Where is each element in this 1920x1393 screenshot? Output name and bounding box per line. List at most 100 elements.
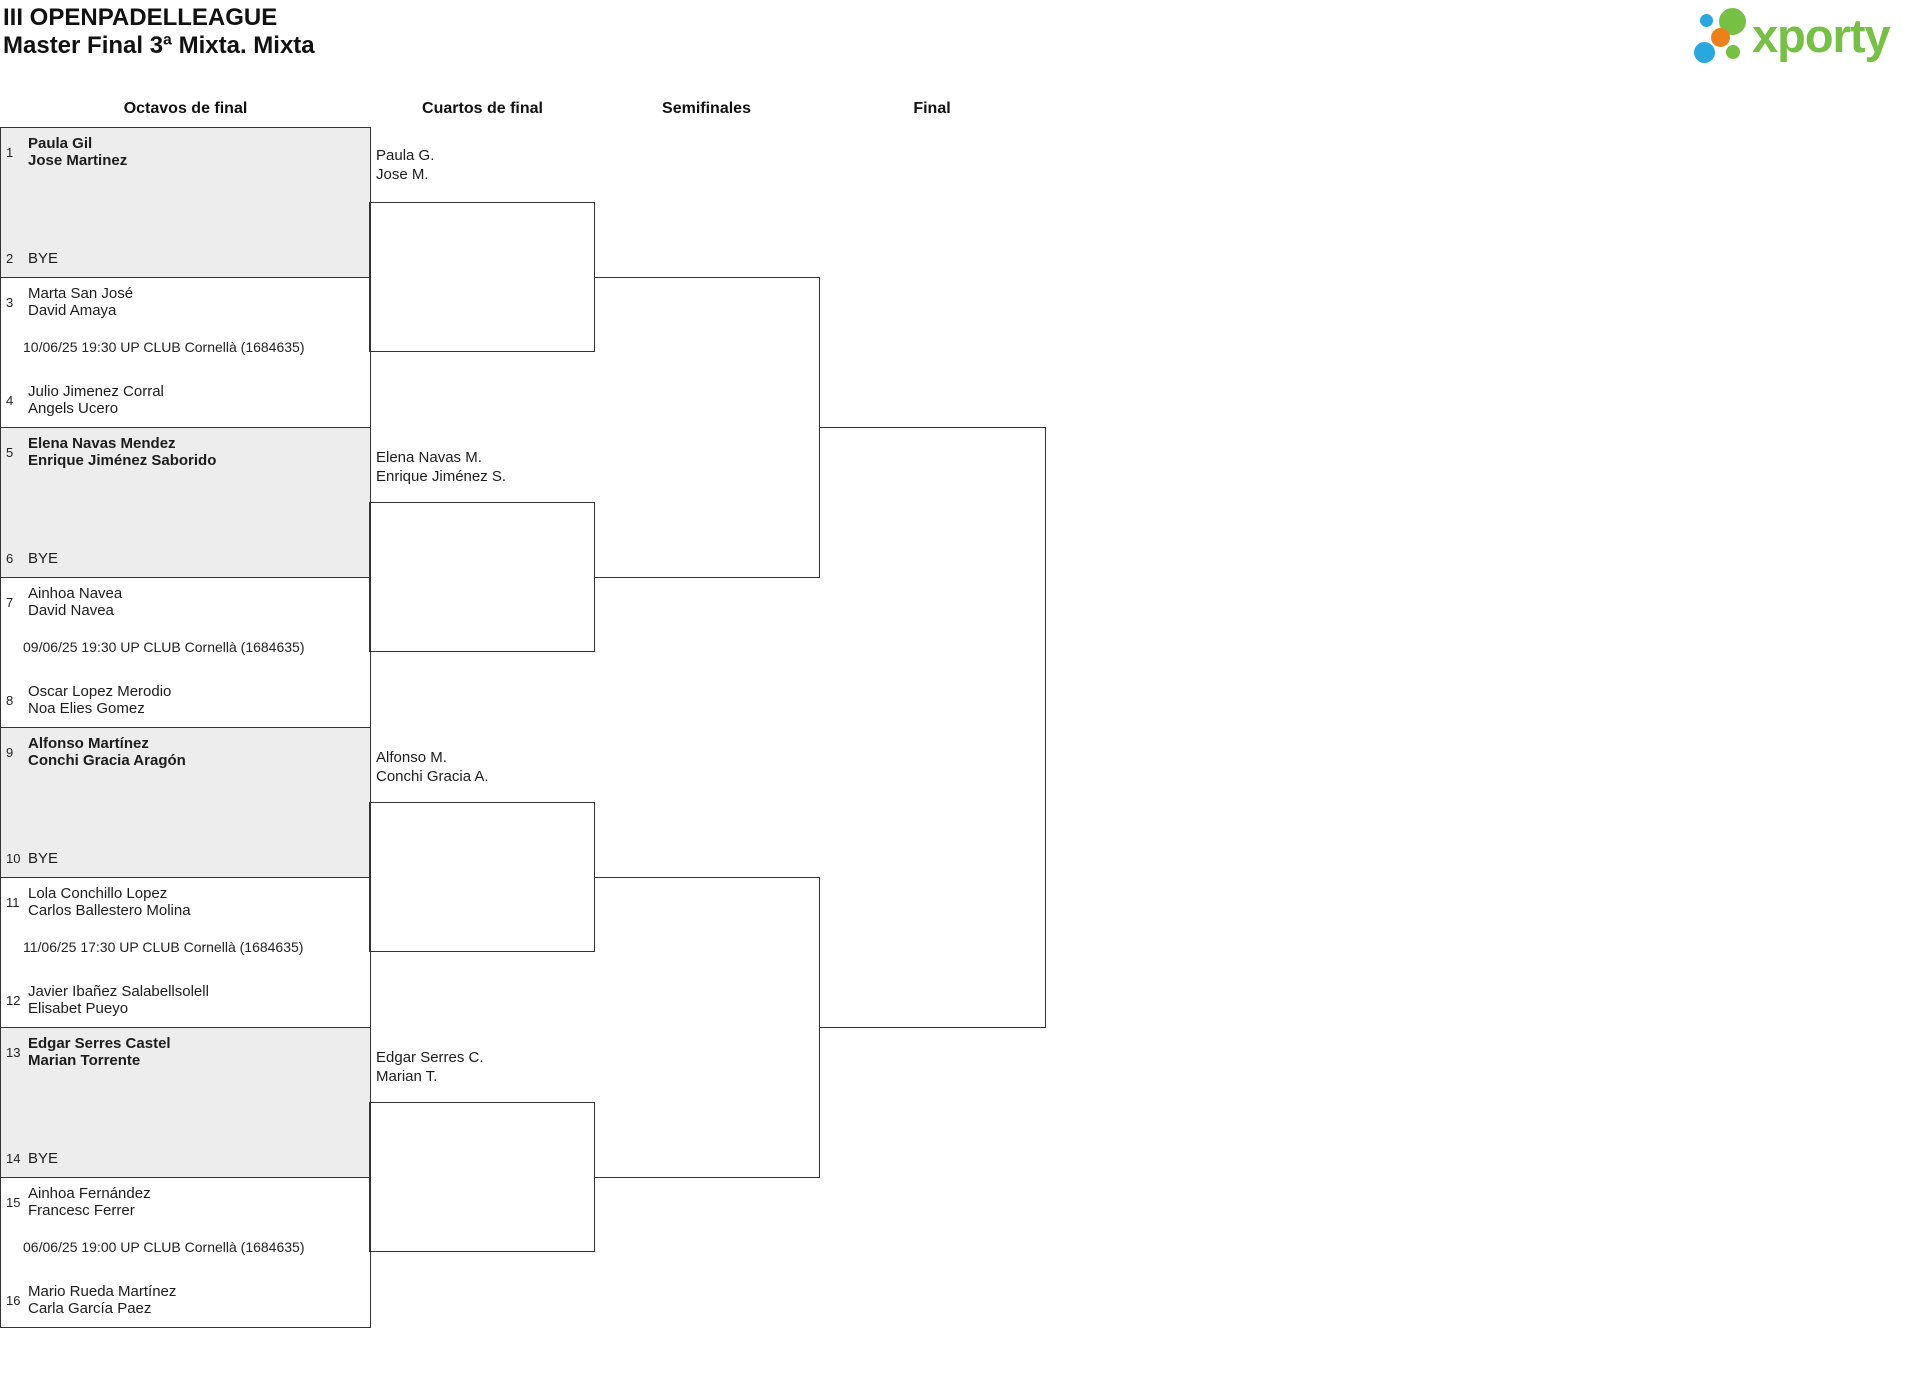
team-names: Javier Ibañez Salabellsolell Elisabet Pu… [28,983,209,1017]
player-name: Paula Gil [28,135,93,152]
player-name: Edgar Serres Castel [28,1035,171,1052]
match-schedule: 09/06/25 19:30 UP CLUB Cornellà (1684635… [23,639,305,655]
match-schedule: 06/06/25 19:00 UP CLUB Cornellà (1684635… [23,1239,305,1255]
match-box-15-16: 15 Ainhoa Fernández Francesc Ferrer 06/0… [0,1177,371,1328]
player-name: Marta San José [28,285,134,302]
player-name: Enrique Jiménez S. [376,468,507,485]
team-slot: 12 Javier Ibañez Salabellsolell Elisabet… [6,983,366,1017]
match-schedule: 10/06/25 19:30 UP CLUB Cornellà (1684635… [23,339,305,355]
logo-dot-blue-small-icon [1700,14,1713,27]
player-name: Jose Martinez [28,152,128,169]
player-name: Jose M. [376,166,429,183]
team-names: Oscar Lopez Merodio Noa Elies Gomez [28,683,171,717]
team-names: Mario Rueda Martínez Carla García Paez [28,1283,176,1317]
player-name: BYE [28,1150,59,1167]
match-box-1-2: 1 Paula Gil Jose Martinez 2 BYE [0,127,371,278]
player-name: Noa Elies Gomez [28,700,145,717]
seed-number: 11 [6,894,20,910]
team-names: Edgar Serres Castel Marian Torrente [28,1035,171,1069]
round-header-cuartos: Cuartos de final [422,100,543,117]
player-name: Carla García Paez [28,1300,152,1317]
seed-number: 12 [6,992,21,1008]
logo-wordmark: xporty [1752,9,1891,62]
team-names: Julio Jimenez Corral Angels Ucero [28,383,164,417]
team-slot: 4 Julio Jimenez Corral Angels Ucero [6,383,366,417]
seed-number: 3 [6,294,14,310]
tournament-title: III OPENPADELLEAGUE [3,4,278,31]
player-name: Angels Ucero [28,400,119,417]
team-slot: 1 Paula Gil Jose Martinez [6,135,366,169]
player-name: Carlos Ballestero Molina [28,902,191,919]
match-box-13-14: 13 Edgar Serres Castel Marian Torrente 1… [0,1027,371,1178]
team-slot: 2 BYE [6,250,366,267]
player-name: Marian T. [376,1068,438,1085]
seed-number: 2 [6,251,14,266]
team-slot: 15 Ainhoa Fernández Francesc Ferrer [6,1185,366,1219]
logo-dot-green-small-icon [1726,45,1740,59]
player-name: Oscar Lopez Merodio [28,683,172,700]
xporty-logo[interactable]: xporty [1694,6,1916,66]
player-name: Enrique Jiménez Saborido [28,452,217,469]
quarterfinal-1-team: Paula G. Jose M. [376,146,590,184]
player-name: BYE [28,250,59,267]
bracket-subtitle: Master Final 3ª Mixta. Mixta [3,32,315,59]
player-name: Conchi Gracia Aragón [28,752,186,769]
player-name: David Amaya [28,302,117,319]
seed-number: 7 [6,594,14,610]
player-name: Alfonso Martínez [28,735,149,752]
seed-number: 10 [6,851,21,866]
quarterfinal-2-box [369,502,595,652]
player-name: Ainhoa Navea [28,585,123,602]
team-names: Elena Navas Mendez Enrique Jiménez Sabor… [28,435,216,469]
team-slot: 16 Mario Rueda Martínez Carla García Pae… [6,1283,366,1317]
player-name: Mario Rueda Martínez [28,1283,177,1300]
player-name: Marian Torrente [28,1052,141,1069]
quarterfinal-1-box [369,202,595,352]
player-name: Elena Navas M. [376,449,482,466]
player-name: David Navea [28,602,114,619]
player-name: Paula G. [376,147,435,164]
player-name: Javier Ibañez Salabellsolell [28,983,209,1000]
bye-label: BYE [28,1150,58,1167]
final-bracket [819,427,1046,1028]
seed-number: 14 [6,1151,21,1166]
player-name: Conchi Gracia A. [376,768,489,785]
round-header-semifinales: Semifinales [662,100,751,117]
team-slot: 6 BYE [6,550,366,567]
player-name: Alfonso M. [376,749,447,766]
seed-number: 15 [6,1194,21,1210]
quarterfinal-3-box [369,802,595,952]
quarterfinal-3-team: Alfonso M. Conchi Gracia A. [376,748,590,786]
player-name: Francesc Ferrer [28,1202,135,1219]
quarterfinal-4-team: Edgar Serres C. Marian T. [376,1048,590,1086]
player-name: Ainhoa Fernández [28,1185,151,1202]
bye-label: BYE [28,250,58,267]
seed-number: 4 [6,392,14,408]
team-slot: 9 Alfonso Martínez Conchi Gracia Aragón [6,735,366,769]
bye-label: BYE [28,850,58,867]
player-name: Elena Navas Mendez [28,435,176,452]
round-header-final: Final [913,100,951,117]
round-header-octavos: Octavos de final [123,100,248,117]
quarterfinal-4-box [369,1102,595,1252]
match-schedule: 11/06/25 17:30 UP CLUB Cornellà (1684635… [23,939,304,955]
match-box-9-10: 9 Alfonso Martínez Conchi Gracia Aragón … [0,727,371,878]
semifinal-1-bracket [594,277,820,578]
bye-label: BYE [28,550,58,567]
team-slot: 14 BYE [6,1150,366,1167]
player-name: Edgar Serres C. [376,1049,484,1066]
team-names: Ainhoa Navea David Navea [28,585,122,619]
team-names: Lola Conchillo Lopez Carlos Ballestero M… [28,885,191,919]
team-slot: 10 BYE [6,850,366,867]
match-box-11-12: 11 Lola Conchillo Lopez Carlos Ballester… [0,877,371,1028]
quarterfinal-2-team: Elena Navas M. Enrique Jiménez S. [376,448,590,486]
team-names: Marta San José David Amaya [28,285,133,319]
match-box-7-8: 7 Ainhoa Navea David Navea 09/06/25 19:3… [0,577,371,728]
player-name: Julio Jimenez Corral [28,383,164,400]
team-names: Alfonso Martínez Conchi Gracia Aragón [28,735,186,769]
team-slot: 5 Elena Navas Mendez Enrique Jiménez Sab… [6,435,366,469]
semifinal-2-bracket [594,877,820,1178]
team-slot: 8 Oscar Lopez Merodio Noa Elies Gomez [6,683,366,717]
team-slot: 3 Marta San José David Amaya [6,285,366,319]
